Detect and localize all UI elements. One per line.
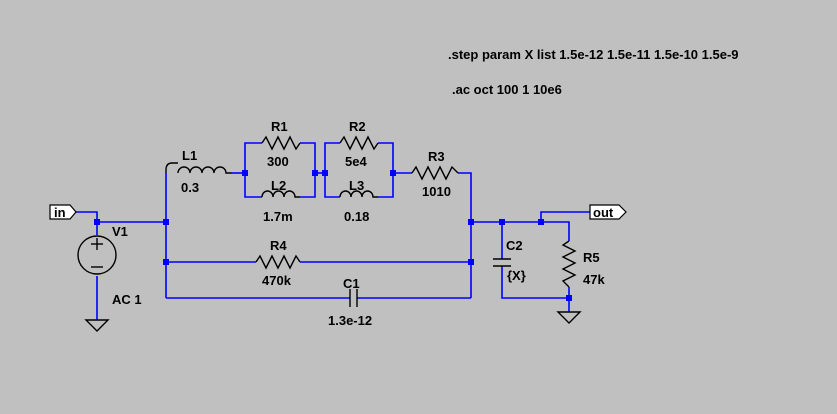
voltage-source-icon	[77, 235, 117, 275]
inductor-l1: L1 0.3	[165, 148, 232, 195]
input-port: in	[49, 204, 77, 220]
resistor-icon	[561, 240, 577, 288]
r5-value: 47k	[583, 272, 605, 287]
output-port-label: out	[593, 205, 614, 220]
l1-lead	[165, 162, 178, 173]
resistor-r4: R4 470k	[255, 238, 301, 288]
resistor-r3: R3 1010	[411, 149, 459, 199]
wire-c2-bottom	[501, 266, 569, 299]
r4-value: 470k	[262, 273, 292, 288]
resistor-r5: R5 47k	[561, 240, 605, 288]
inductor-l3: L3 0.18	[339, 178, 378, 224]
junction-node	[538, 219, 544, 225]
r1-name: R1	[271, 119, 288, 134]
r3-value: 1010	[422, 184, 451, 199]
r3-name: R3	[428, 149, 445, 164]
inductor-icon	[339, 190, 378, 198]
input-flag	[49, 204, 77, 220]
junction-node	[468, 259, 474, 265]
l2-value: 1.7m	[263, 209, 293, 224]
junction-node	[163, 219, 169, 225]
ac-directive[interactable]: .ac oct 100 1 10e6	[452, 82, 562, 97]
r1-value: 300	[267, 154, 289, 169]
v1-value: AC 1	[112, 292, 142, 307]
wire-block1-top-right	[300, 142, 316, 173]
resistor-icon	[255, 254, 301, 270]
junction-node	[242, 170, 248, 176]
junction-node	[312, 170, 318, 176]
wire-block2-bottom-right	[378, 173, 394, 198]
wire-r5-top	[541, 221, 570, 241]
junction-node	[163, 259, 169, 265]
inductor-icon	[177, 166, 232, 174]
resistor-icon	[261, 135, 301, 151]
c1-value: 1.3e-12	[328, 313, 372, 328]
l1-name: L1	[182, 148, 197, 163]
wire-block2-top-left	[324, 142, 340, 173]
wire-block2-bottom-left	[324, 173, 340, 198]
step-directive[interactable]: .step param X list 1.5e-12 1.5e-11 1.5e-…	[448, 47, 739, 62]
ground-icon	[556, 311, 582, 324]
wire-out-port	[540, 211, 590, 222]
v1-name: V1	[112, 224, 128, 239]
resistor-icon	[339, 135, 379, 151]
junction-node	[468, 219, 474, 225]
output-port: out	[589, 204, 627, 220]
wire-block1-bottom-left	[244, 173, 262, 198]
capacitor-c2: C2 {X}	[493, 238, 526, 283]
voltage-source-v1: V1 AC 1	[77, 224, 142, 307]
resistor-r2: R2 5e4	[339, 119, 379, 169]
ground-icon	[84, 319, 110, 332]
wire-in-v1	[70, 211, 98, 235]
junction-node	[566, 295, 572, 301]
output-flag	[589, 204, 627, 220]
junction-node	[322, 170, 328, 176]
c2-name: C2	[506, 238, 523, 253]
inductor-icon	[261, 190, 300, 198]
l2-name: L2	[271, 178, 286, 193]
junction-nodes	[94, 170, 572, 301]
resistor-r1: R1 300	[261, 119, 301, 169]
l3-value: 0.18	[344, 209, 369, 224]
l1-value: 0.3	[181, 180, 199, 195]
resistor-icon	[411, 165, 459, 181]
wire-block2-top-right	[378, 142, 394, 173]
wires	[70, 142, 590, 320]
c2-value: {X}	[507, 268, 526, 283]
junction-node	[499, 219, 505, 225]
r2-value: 5e4	[345, 154, 367, 169]
junction-node	[94, 219, 100, 225]
wire-block1-top-left	[244, 142, 262, 173]
junction-node	[390, 170, 396, 176]
r5-name: R5	[583, 250, 600, 265]
wire-r3-right-bus	[458, 172, 472, 298]
c1-name: C1	[343, 276, 360, 291]
inductor-l2: L2 1.7m	[261, 178, 300, 224]
wire-block1-bottom-right	[300, 173, 316, 198]
capacitor-c1: C1 1.3e-12	[328, 276, 372, 328]
r2-name: R2	[349, 119, 366, 134]
r4-name: R4	[270, 238, 287, 253]
l3-name: L3	[349, 178, 364, 193]
input-port-label: in	[54, 205, 66, 220]
